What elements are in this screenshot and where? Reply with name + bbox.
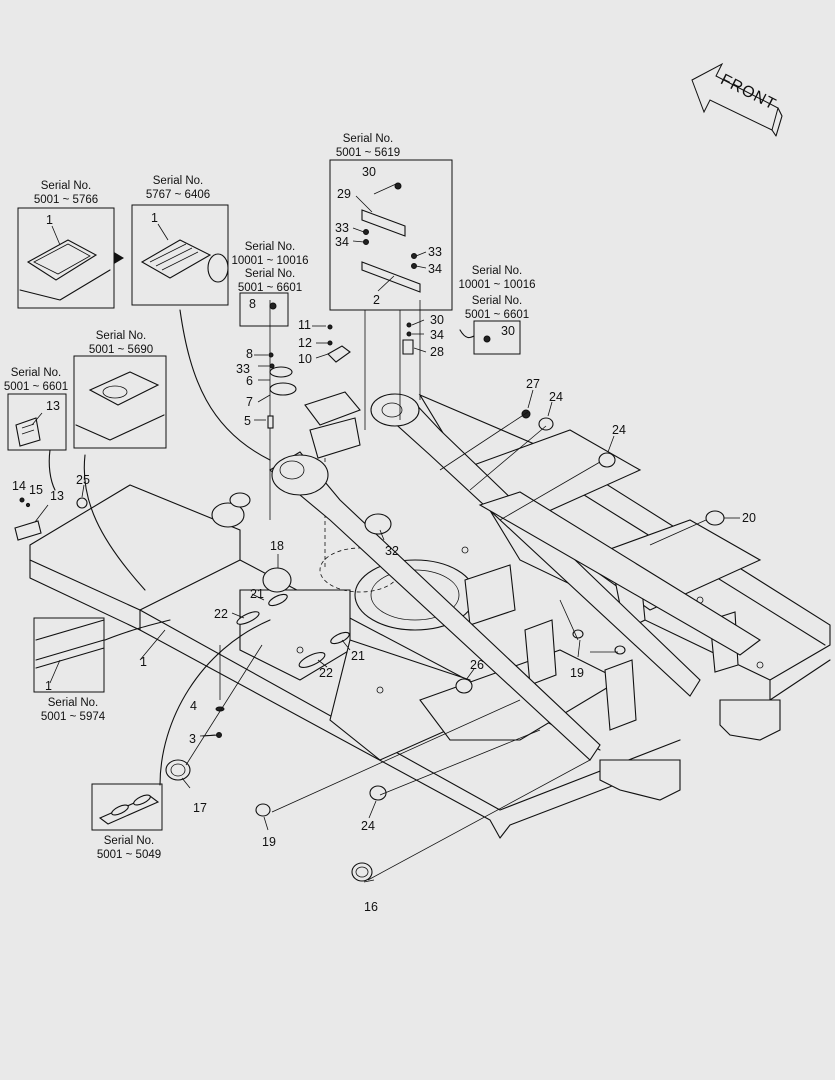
serial-range-s2: 5767 ~ 6406 <box>146 189 210 201</box>
callout-34: 34 <box>335 235 349 249</box>
inset-plate-13 <box>7 393 67 451</box>
callout-18: 18 <box>270 539 284 553</box>
callout-1: 1 <box>151 211 158 225</box>
callout-11: 11 <box>298 318 311 332</box>
serial-range-s6: 10001 ~ 10016 <box>458 279 535 291</box>
callout-15: 15 <box>29 483 43 497</box>
callout-19: 19 <box>570 666 584 680</box>
serial-title-s2: Serial No. <box>153 175 204 187</box>
callout-21: 21 <box>351 649 365 663</box>
serial-range-s1: 5001 ~ 5766 <box>34 194 98 206</box>
callout-20: 20 <box>742 511 756 525</box>
callout-1: 1 <box>46 213 53 227</box>
serial-range-s9: 5001 ~ 6601 <box>4 381 68 393</box>
serial-title-s8: Serial No. <box>96 330 147 342</box>
inset-bolt-30 <box>459 320 521 355</box>
inset-frame-5001-5690 <box>73 355 167 449</box>
callout-25: 25 <box>76 473 90 487</box>
callout-7: 7 <box>246 395 253 409</box>
callout-1: 1 <box>45 679 52 693</box>
callout-34: 34 <box>428 262 442 276</box>
serial-range-s3: 5001 ~ 5619 <box>336 147 400 159</box>
callout-numbers: 1 1 1 1 2 3 4 5 6 7 8 8 10 11 12 13 13 1… <box>12 165 756 914</box>
callout-29: 29 <box>337 187 351 201</box>
callout-28: 28 <box>430 345 444 359</box>
callout-33: 33 <box>335 221 349 235</box>
small-parts <box>14 322 725 882</box>
front-direction-arrow: FRONT <box>691 62 783 137</box>
inset-rail-5001-5974 <box>33 617 105 693</box>
serial-range-s8: 5001 ~ 5690 <box>89 344 153 356</box>
callout-6: 6 <box>246 374 253 388</box>
serial-number-labels: Serial No. 5001 ~ 5766 Serial No. 5767 ~… <box>4 133 536 861</box>
callout-24: 24 <box>361 819 375 833</box>
callout-leaders <box>31 183 740 883</box>
callout-16: 16 <box>364 900 378 914</box>
callout-22: 22 <box>214 607 228 621</box>
serial-title-s5: Serial No. <box>245 268 296 280</box>
serial-title-s10: Serial No. <box>48 697 99 709</box>
serial-title-s9: Serial No. <box>11 367 62 379</box>
serial-title-s11: Serial No. <box>104 835 155 847</box>
callout-3: 3 <box>189 732 196 746</box>
inset-leaders <box>48 300 421 786</box>
callout-12: 12 <box>298 336 312 350</box>
inset-step-5001-5766 <box>17 207 115 309</box>
callout-30: 30 <box>501 324 515 338</box>
serial-title-s7: Serial No. <box>472 295 523 307</box>
callout-13: 13 <box>46 399 60 413</box>
callout-5: 5 <box>244 414 251 428</box>
inset-plates-5001-5619 <box>329 159 453 430</box>
callout-14: 14 <box>12 479 26 493</box>
serial-range-s4: 10001 ~ 10016 <box>231 255 308 267</box>
callout-26: 26 <box>470 658 484 672</box>
callout-13: 13 <box>50 489 64 503</box>
callout-21: 21 <box>250 587 264 601</box>
serial-range-s11: 5001 ~ 5049 <box>97 849 161 861</box>
inset-bolt-8 <box>239 292 289 327</box>
serial-title-s3: Serial No. <box>343 133 394 145</box>
serial-title-s4: Serial No. <box>245 241 296 253</box>
inset-step-5767-6406 <box>114 204 229 306</box>
callout-10: 10 <box>298 352 312 366</box>
callout-22: 22 <box>319 666 333 680</box>
callout-33: 33 <box>428 245 442 259</box>
arrow-right-icon <box>114 252 124 264</box>
callout-32: 32 <box>385 544 399 558</box>
callout-34: 34 <box>430 328 444 342</box>
callout-8: 8 <box>249 297 256 311</box>
callout-17: 17 <box>193 801 207 815</box>
callout-30: 30 <box>430 313 444 327</box>
serial-range-s5: 5001 ~ 6601 <box>238 282 302 294</box>
callout-8: 8 <box>246 347 253 361</box>
callout-30: 30 <box>362 165 376 179</box>
callout-1: 1 <box>140 655 147 669</box>
callout-2: 2 <box>373 293 380 307</box>
callout-24: 24 <box>549 390 563 404</box>
callout-19: 19 <box>262 835 276 849</box>
serial-range-s10: 5001 ~ 5974 <box>41 711 106 723</box>
inset-slots-5001-5049 <box>91 783 163 831</box>
lower-frame <box>29 393 831 839</box>
serial-range-s7: 5001 ~ 6601 <box>465 309 529 321</box>
upper-frame-beams <box>211 391 761 761</box>
serial-title-s1: Serial No. <box>41 180 92 192</box>
callout-33: 33 <box>236 362 250 376</box>
serial-title-s6: Serial No. <box>472 265 523 277</box>
callout-27: 27 <box>526 377 540 391</box>
callout-24: 24 <box>612 423 626 437</box>
callout-4: 4 <box>190 699 197 713</box>
